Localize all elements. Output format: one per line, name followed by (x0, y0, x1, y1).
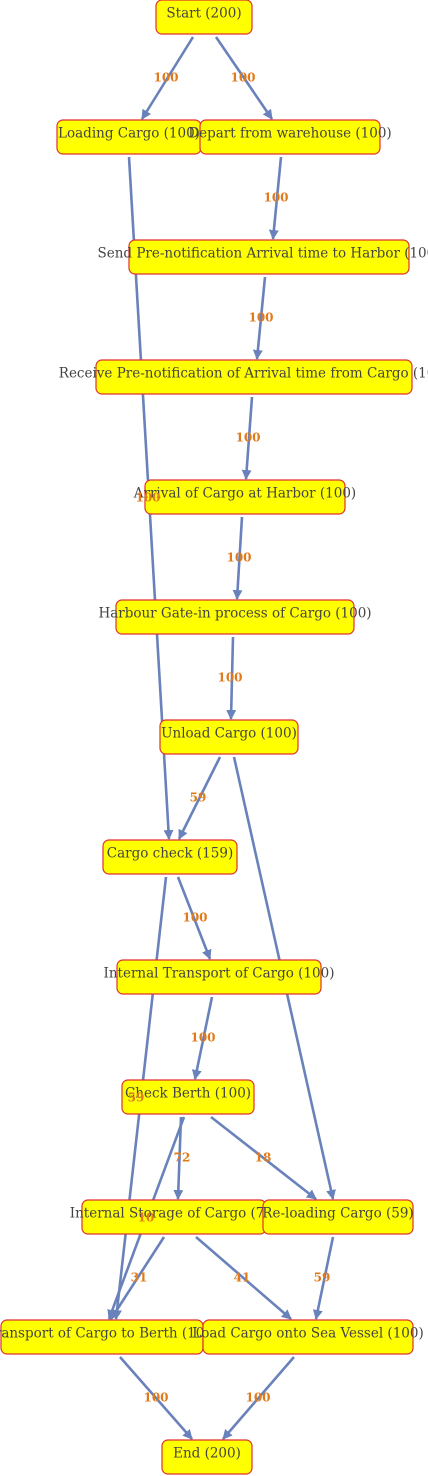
edge-label-unload-cargo-to-cargo-check: 59 (190, 791, 207, 805)
node-box (202, 1319, 414, 1355)
node-end: End (200) (161, 1439, 253, 1475)
edge-label-gate-in-to-unload-cargo: 100 (217, 671, 242, 685)
edge-label-internal-transport-to-check-berth: 100 (190, 1031, 215, 1045)
node-label: Load Cargo onto Sea Vessel (100) (192, 1326, 423, 1342)
edge-label-internal-storage-to-transport-berth: 31 (131, 1271, 148, 1285)
edge-label-cargo-check-to-internal-transport: 100 (182, 911, 207, 925)
node-box (144, 479, 346, 515)
node-label: Check Berth (100) (125, 1086, 251, 1102)
edge-load-vessel-to-end (222, 1356, 295, 1440)
node-gate-in: Harbour Gate-in process of Cargo (100) (98, 599, 372, 635)
edge-depart-warehouse-to-send-prenotification (268, 156, 283, 240)
edge-receive-prenotification-to-arrival-harbor (241, 396, 254, 480)
node-label: Start (200) (166, 6, 241, 22)
edge-label-send-prenotification-to-receive-prenotification: 100 (248, 311, 273, 325)
node-load-vessel: Load Cargo onto Sea Vessel (100) (192, 1319, 424, 1355)
node-box (116, 959, 322, 995)
edge-label-cargo-check-to-transport-berth: 59 (128, 1091, 145, 1105)
node-label: End (200) (173, 1446, 241, 1462)
edge-label-reloading-cargo-to-load-vessel: 59 (314, 1271, 331, 1285)
edge-start-to-loading-cargo (140, 36, 195, 120)
node-label: Harbour Gate-in process of Cargo (100) (98, 606, 371, 622)
edge-label-check-berth-to-internal-storage: 72 (174, 1151, 191, 1165)
edge-label-check-berth-to-transport-berth: 10 (138, 1211, 155, 1225)
node-check-berth: Check Berth (100) (121, 1079, 255, 1115)
node-box (102, 839, 238, 875)
node-box (128, 239, 410, 275)
node-box (155, 0, 253, 35)
edge-labels-layer: 100 100 100 100 100 100 100 100 59 100 59 100 72 18 10… (128, 71, 331, 1405)
node-internal-storage: Internal Storage of Cargo (72) (70, 1199, 279, 1235)
node-box (262, 1199, 414, 1235)
edge-label-arrival-harbor-to-gate-in: 100 (226, 551, 251, 565)
edge-label-receive-prenotification-to-arrival-harbor: 100 (235, 431, 260, 445)
node-receive-prenotification: Receive Pre-notification of Arrival time… (59, 359, 428, 395)
edge-label-load-vessel-to-end: 100 (245, 1391, 270, 1405)
node-label: Transport of Cargo to Berth (100) (0, 1326, 218, 1342)
edge-unload-cargo-to-cargo-check (177, 756, 222, 840)
edge-label-internal-storage-to-load-vessel: 41 (234, 1271, 251, 1285)
node-label: Receive Pre-notification of Arrival time… (59, 366, 428, 382)
node-arrival-harbor: Arrival of Cargo at Harbor (100) (133, 479, 356, 515)
edge-check-berth-to-internal-storage (173, 1116, 184, 1200)
edge-transport-berth-to-end (119, 1356, 193, 1440)
node-box (115, 599, 355, 635)
edge-gate-in-to-unload-cargo (226, 636, 237, 720)
edge-internal-transport-to-check-berth (191, 996, 214, 1080)
node-label: Internal Transport of Cargo (100) (104, 966, 335, 982)
edge-reloading-cargo-to-load-vessel (312, 1236, 335, 1320)
node-internal-transport: Internal Transport of Cargo (100) (104, 959, 335, 995)
node-label: Send Pre-notification Arrival time to Ha… (97, 246, 428, 262)
node-transport-berth: Transport of Cargo to Berth (100) (0, 1319, 218, 1355)
edge-cargo-check-to-internal-transport (176, 876, 212, 960)
edge-label-start-to-loading-cargo: 100 (153, 71, 178, 85)
node-label: Re-loading Cargo (59) (262, 1206, 413, 1222)
edge-check-berth-to-reloading-cargo (210, 1115, 317, 1201)
node-label: Cargo check (159) (107, 846, 233, 862)
node-label: Depart from warehouse (100) (188, 126, 391, 142)
edge-label-start-to-depart-warehouse: 100 (230, 71, 255, 85)
node-start: Start (200) (155, 0, 253, 35)
edge-internal-storage-to-load-vessel (195, 1236, 292, 1320)
node-cargo-check: Cargo check (159) (102, 839, 238, 875)
edge-start-to-depart-warehouse (214, 36, 274, 120)
edge-send-prenotification-to-receive-prenotification (252, 276, 267, 360)
node-depart-warehouse: Depart from warehouse (100) (188, 119, 392, 155)
edge-label-depart-warehouse-to-send-prenotification: 100 (263, 191, 288, 205)
node-label: Unload Cargo (100) (161, 726, 297, 742)
node-label: Loading Cargo (100) (58, 126, 200, 142)
node-box (121, 1079, 255, 1115)
node-reloading-cargo: Re-loading Cargo (59) (262, 1199, 414, 1235)
node-box (95, 359, 413, 395)
node-box (161, 1439, 253, 1475)
edge-internal-storage-to-transport-berth (109, 1236, 166, 1320)
edge-arrival-harbor-to-gate-in (232, 516, 244, 600)
edge-label-transport-berth-to-end: 100 (143, 1391, 168, 1405)
edge-label-loading-cargo-to-cargo-check: 100 (135, 491, 160, 505)
node-box (199, 119, 381, 155)
edge-label-check-berth-to-reloading-cargo: 18 (255, 1151, 272, 1165)
node-label: Internal Storage of Cargo (72) (70, 1206, 279, 1222)
node-label: Arrival of Cargo at Harbor (100) (133, 486, 356, 502)
node-unload-cargo: Unload Cargo (100) (159, 719, 299, 755)
node-send-prenotification: Send Pre-notification Arrival time to Ha… (97, 239, 428, 275)
node-loading-cargo: Loading Cargo (100) (56, 119, 202, 155)
node-box (159, 719, 299, 755)
